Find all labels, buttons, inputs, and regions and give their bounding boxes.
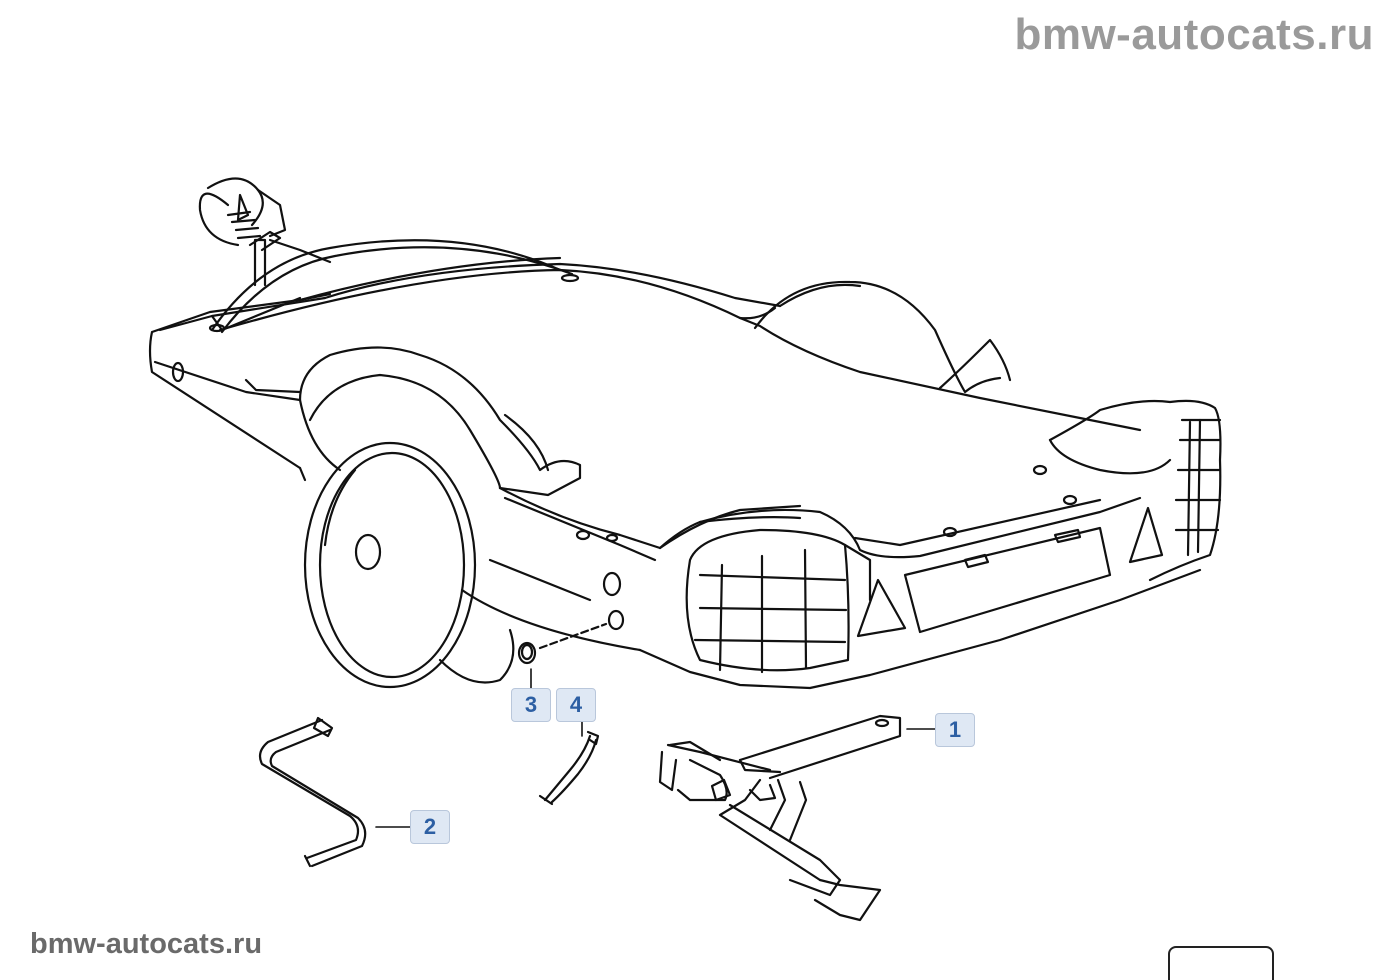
- wheel-brace: [258, 716, 367, 868]
- watermark-top: bmw-autocats.ru: [1014, 10, 1374, 59]
- plug: [517, 641, 537, 665]
- callout-2[interactable]: 2: [410, 810, 450, 844]
- jack: [658, 714, 902, 922]
- callout-4[interactable]: 4: [556, 688, 596, 722]
- bottom-edge-tab: [1168, 946, 1274, 980]
- car-underbody: [148, 177, 1222, 690]
- callout-3[interactable]: 3: [511, 688, 551, 722]
- strap: [538, 730, 600, 806]
- leader-lines: [375, 668, 936, 828]
- callout-1[interactable]: 1: [935, 713, 975, 747]
- watermark-bottom: bmw-autocats.ru: [30, 928, 263, 960]
